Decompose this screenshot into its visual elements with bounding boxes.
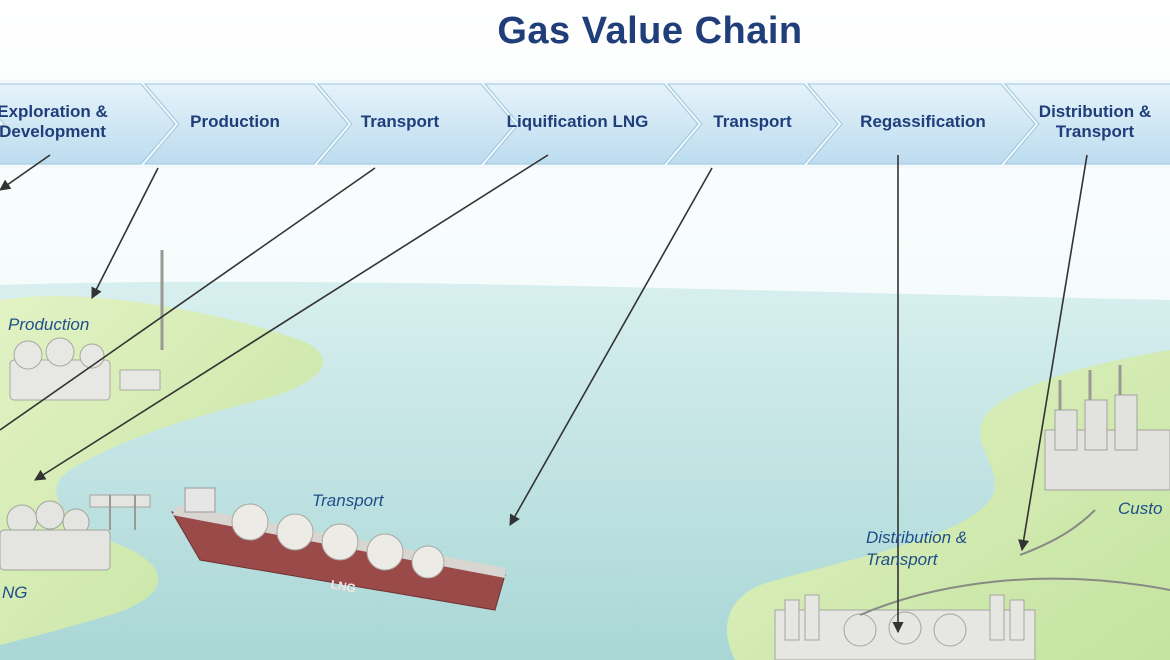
chain-step-transport-2: Transport (680, 96, 825, 148)
chain-step-production: Production (160, 96, 310, 148)
chain-step-exploration: Exploration & Development (0, 96, 140, 148)
distribution-label: Distribution & Transport (866, 527, 1016, 571)
chain-step-liquification: Liquification LNG (490, 96, 665, 148)
production-label: Production (8, 314, 89, 336)
chain-step-distribution: Distribution & Transport (1020, 96, 1170, 148)
chain-step-transport-1: Transport (330, 96, 470, 148)
customer-label: Custo (1118, 498, 1162, 520)
chain-step-regassification: Regassification (828, 96, 1018, 148)
lng-label: NG (2, 582, 28, 604)
diagram-title: Gas Value Chain (0, 10, 1170, 53)
ship-transport-label: Transport (312, 490, 384, 512)
